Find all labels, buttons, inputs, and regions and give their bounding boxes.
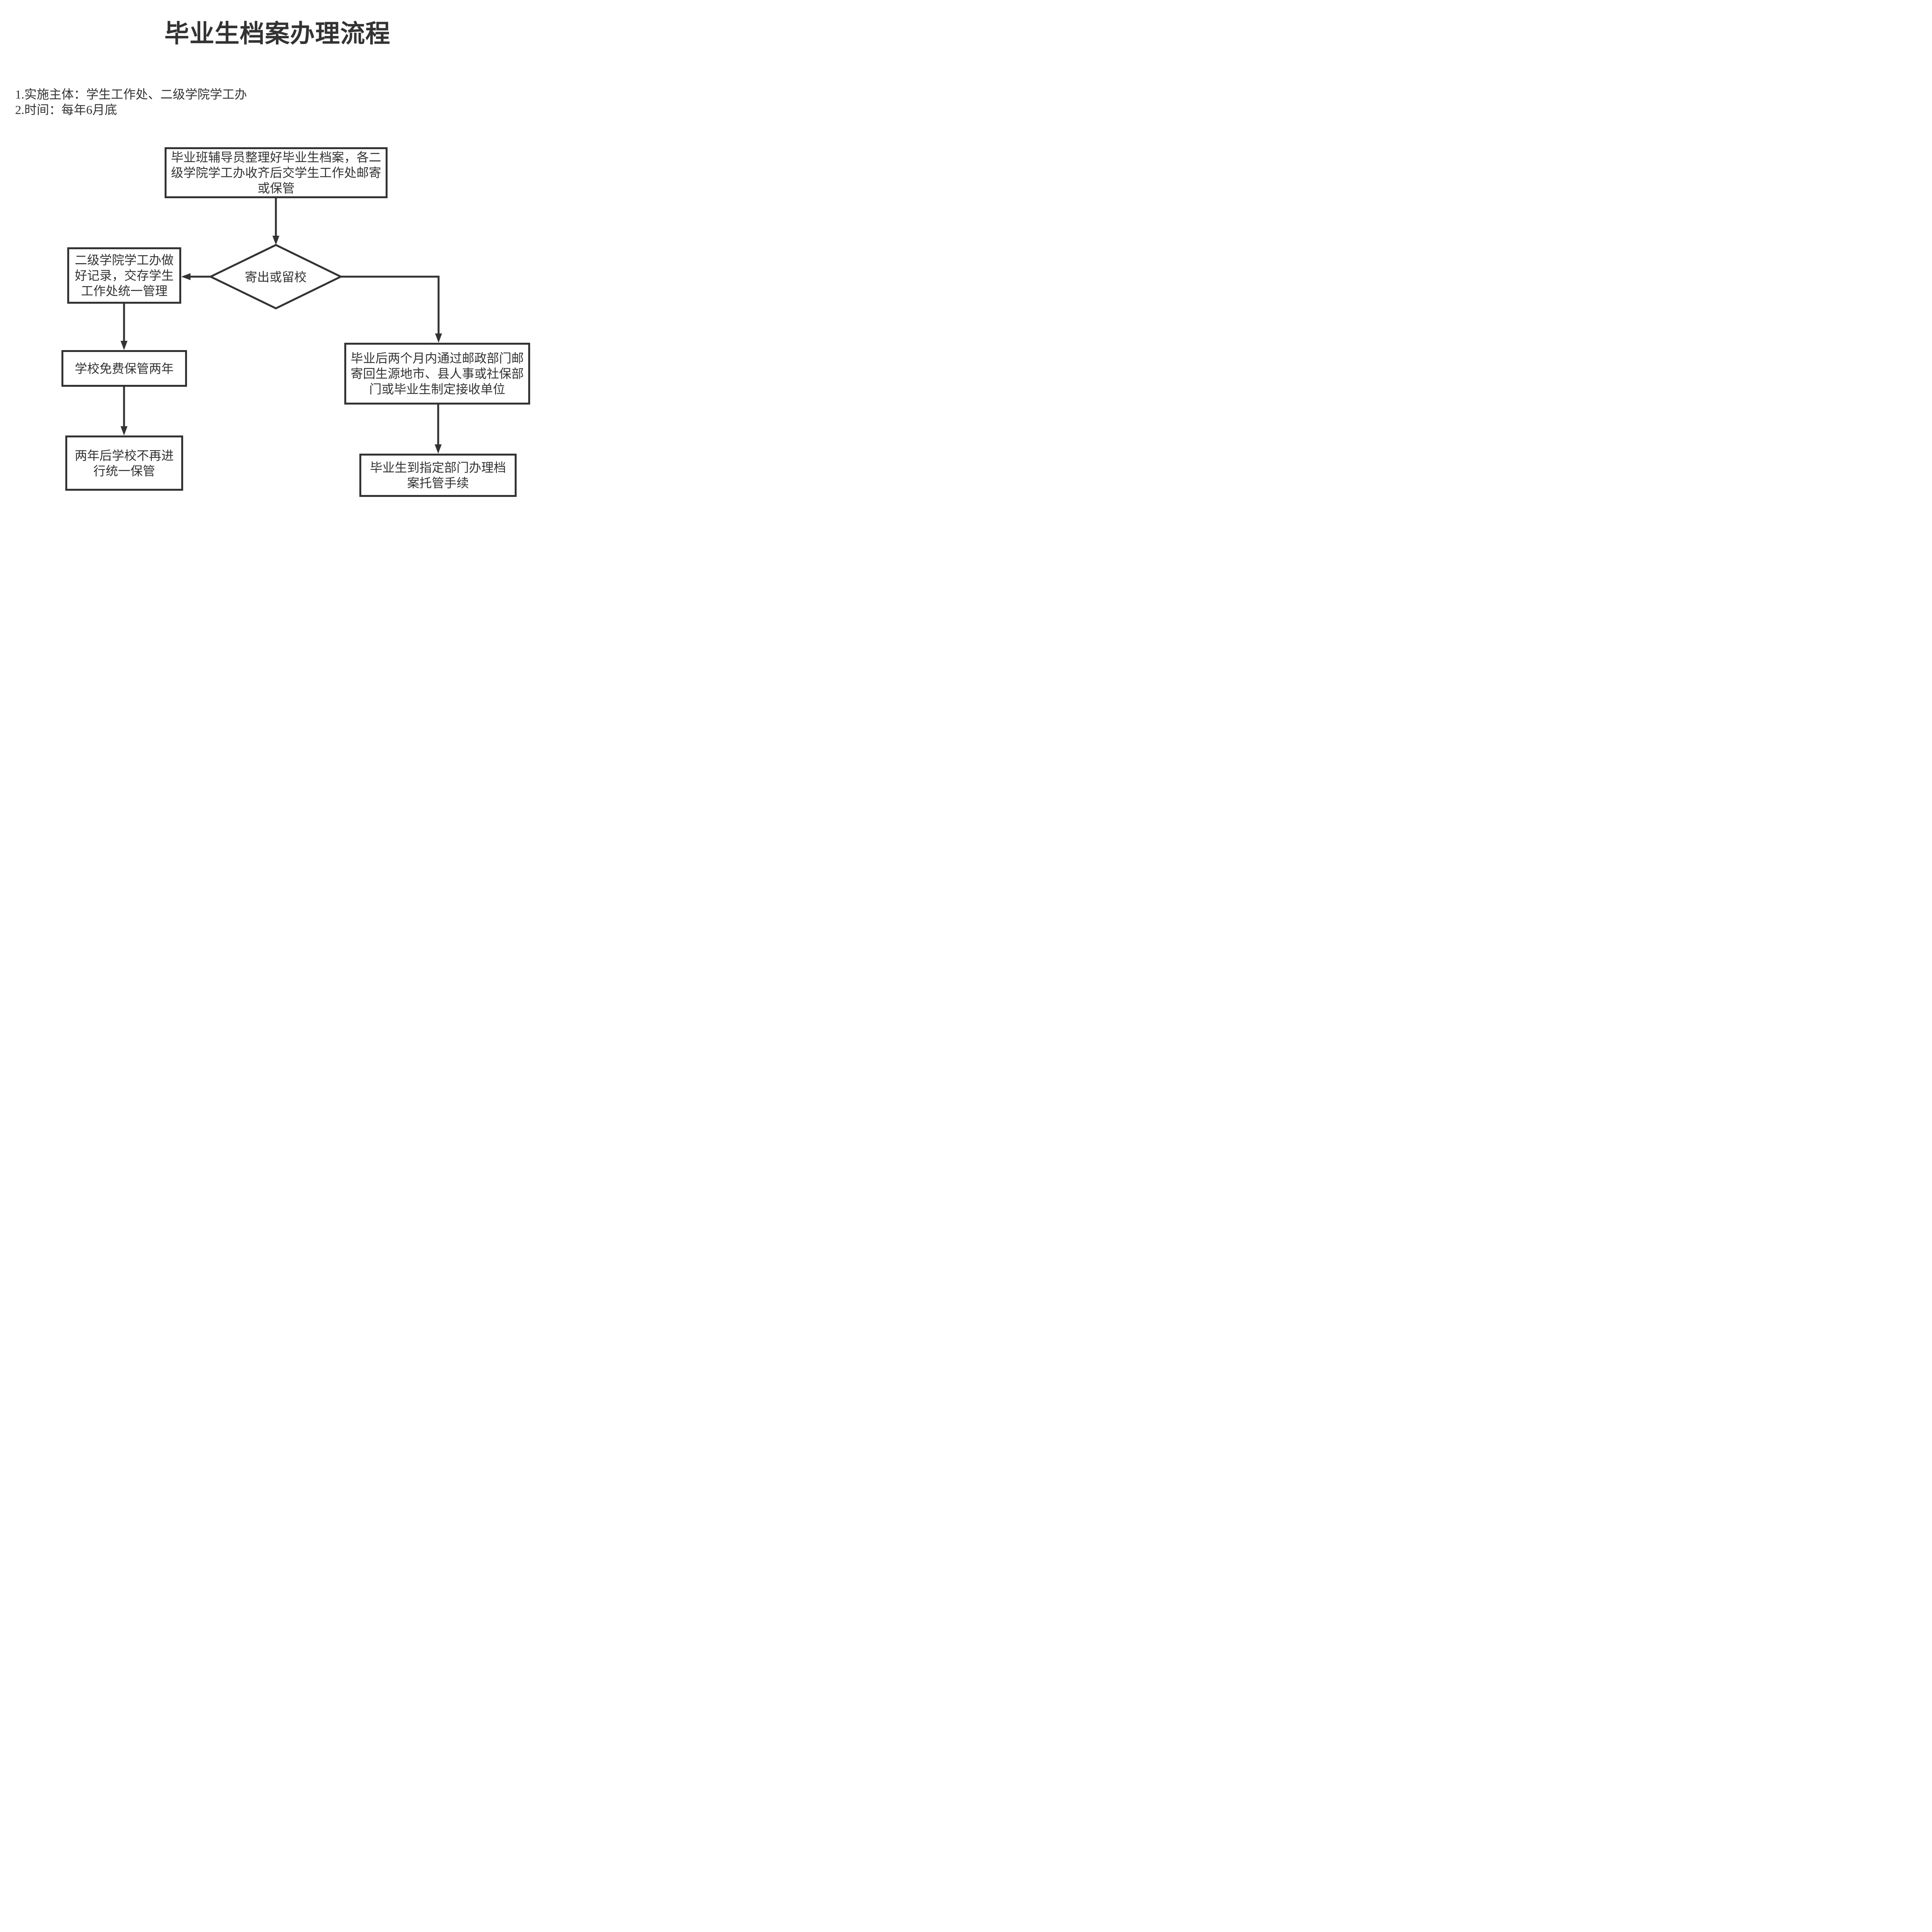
- node-free-storage-label: 学校免费保管两年: [75, 361, 174, 376]
- flowchart-canvas: [121, 198, 442, 454]
- node-trusteeship-label: 毕业生到指定部门办理档 案托管手续: [370, 461, 506, 490]
- arrow-decision-to-mail-out: [341, 276, 442, 343]
- page-title: 毕业生档案办理流程: [164, 20, 391, 48]
- node-keep-record-label: 二级学院学工办做 好记录，交存学生 工作处统一管理: [75, 253, 174, 298]
- node-mail-out: 毕业后两个月内通过邮政部门邮 寄回生源地市、县人事或社保部 门或毕业生制定接收单…: [344, 343, 530, 405]
- notes-block: 1.实施主体：学生工作处、二级学院学工办 2.时间：每年6月底: [15, 87, 247, 117]
- node-start-label: 毕业班辅导员整理好毕业生档案，各二 级学院学工办收齐后交学生工作处邮寄 或保管: [171, 150, 381, 195]
- decision-diamond: [208, 244, 343, 310]
- node-free-storage: 学校免费保管两年: [61, 350, 187, 387]
- note-line-2: 2.时间：每年6月底: [15, 103, 117, 117]
- arrow-start-to-decision: [272, 198, 279, 245]
- node-no-storage-label: 两年后学校不再进 行统一保管: [75, 448, 174, 478]
- arrow-mail-out-to-trusteeship: [435, 405, 442, 454]
- note-line-1: 1.实施主体：学生工作处、二级学院学工办: [15, 87, 247, 101]
- node-keep-record: 二级学院学工办做 好记录，交存学生 工作处统一管理: [67, 247, 181, 304]
- node-decision-label: 寄出或留校: [245, 270, 307, 284]
- arrow-keep-record-to-free-storage: [121, 304, 128, 350]
- node-mail-out-label: 毕业后两个月内通过邮政部门邮 寄回生源地市、县人事或社保部 门或毕业生制定接收单…: [350, 351, 524, 396]
- node-no-storage: 两年后学校不再进 行统一保管: [65, 435, 183, 491]
- node-decision: 寄出或留校: [211, 269, 341, 285]
- arrow-decision-to-keep-record: [181, 273, 211, 280]
- flowchart-page: 毕业生档案办理流程 1.实施主体：学生工作处、二级学院学工办 2.时间：每年6月…: [0, 0, 543, 501]
- arrow-free-storage-to-no-storage: [121, 387, 128, 435]
- node-trusteeship: 毕业生到指定部门办理档 案托管手续: [359, 454, 517, 497]
- node-start: 毕业班辅导员整理好毕业生档案，各二 级学院学工办收齐后交学生工作处邮寄 或保管: [165, 147, 388, 198]
